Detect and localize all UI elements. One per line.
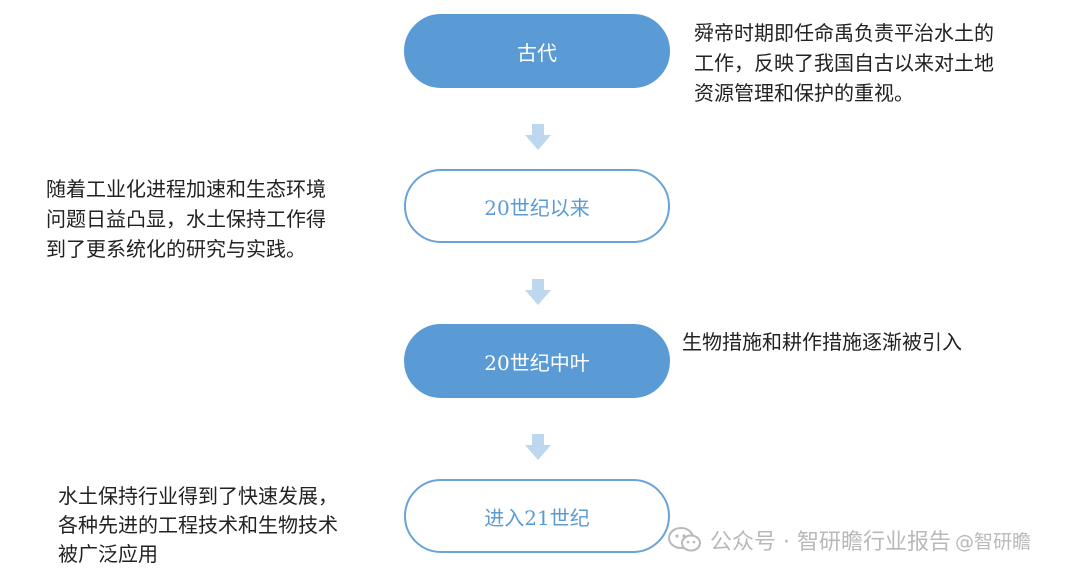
description-line: 资源管理和保护的重视。: [694, 81, 914, 105]
timeline-node-into-21st-century: 进入21世纪: [404, 479, 670, 553]
description-line: 生物措施和耕作措施逐渐被引入: [682, 330, 962, 354]
description-line: 舜帝时期即任命禹负责平治水土的: [694, 21, 994, 45]
watermark-text: 公众号 · 智研瞻行业报告: [710, 530, 951, 555]
description-line: 被广泛应用: [58, 542, 158, 566]
description-line: 水土保持行业得到了快速发展，: [58, 484, 338, 508]
description-line: 到了更系统化的研究与实践。: [46, 237, 306, 261]
description-mid-20th-century: 生物措施和耕作措施逐渐被引入: [682, 327, 962, 357]
description-into-21st-century: 水土保持行业得到了快速发展， 各种先进的工程技术和生物技术 被广泛应用: [58, 482, 338, 569]
description-line: 各种先进的工程技术和生物技术: [58, 513, 338, 537]
watermark: 公众号 · 智研瞻行业报告 @智研瞻: [668, 524, 1031, 556]
down-arrow-icon: [523, 277, 553, 307]
description-line: 随着工业化进程加速和生态环境: [46, 177, 326, 201]
wechat-icon: [668, 526, 702, 554]
description-line: 工作，反映了我国自古以来对土地: [694, 51, 994, 75]
description-line: 问题日益凸显，水土保持工作得: [46, 207, 326, 231]
down-arrow-icon: [523, 432, 553, 462]
node-label: 古代: [517, 40, 557, 65]
description-since-20th-century: 随着工业化进程加速和生态环境 问题日益凸显，水土保持工作得 到了更系统化的研究与…: [46, 174, 326, 264]
timeline-node-ancient: 古代: [404, 14, 670, 88]
node-label: 20世纪中叶: [484, 350, 590, 375]
node-label: 20世纪以来: [484, 195, 590, 220]
timeline-node-since-20th-century: 20世纪以来: [404, 169, 670, 243]
description-ancient: 舜帝时期即任命禹负责平治水土的 工作，反映了我国自古以来对土地 资源管理和保护的…: [694, 18, 994, 108]
watermark-handle: @智研瞻: [954, 530, 1031, 553]
timeline-node-mid-20th-century: 20世纪中叶: [404, 324, 670, 398]
node-label: 进入21世纪: [484, 505, 590, 530]
down-arrow-icon: [523, 122, 553, 152]
